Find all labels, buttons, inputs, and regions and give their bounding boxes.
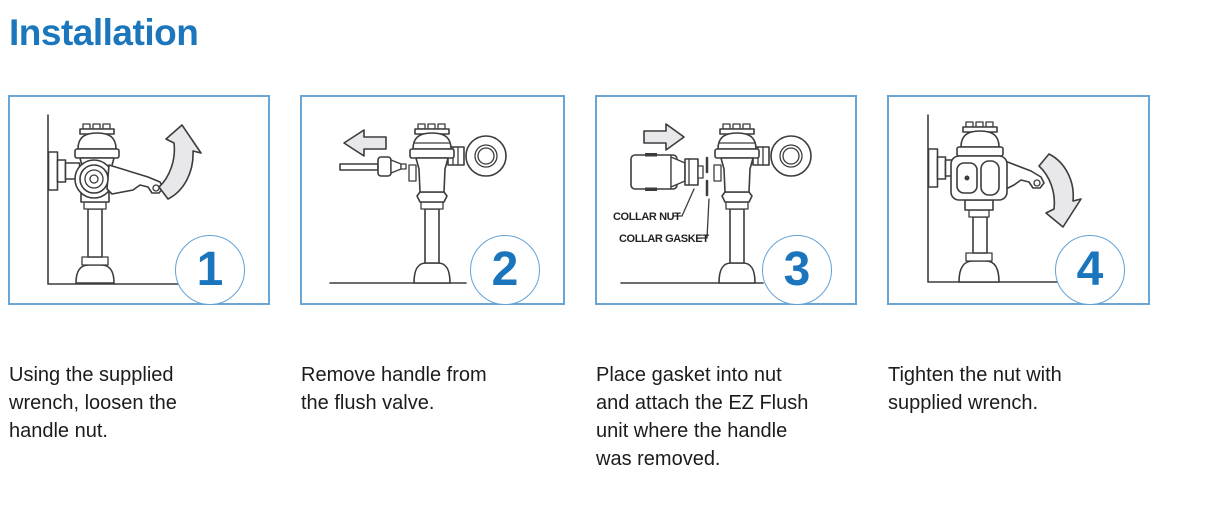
wall-flange (927, 148, 939, 188)
step-4-number-badge: 4 (1055, 235, 1125, 305)
valve-cap (717, 132, 757, 150)
collar-nut-leader-line (673, 188, 695, 217)
step-1-number: 1 (196, 243, 224, 296)
step-1: 1 Using the supplied wrench, loosen the … (8, 95, 270, 510)
valve-pipe (424, 208, 440, 264)
step-3: COLLAR NUT COLLAR GASKET (595, 95, 857, 510)
wall-flange (47, 151, 59, 191)
step-3-number-badge: 3 (762, 235, 832, 305)
step-4-caption: Tighten the nut with supplied wrench. (888, 364, 1062, 414)
step-4: 4 Tighten the nut with supplied wrench. (887, 95, 1150, 510)
wall-floor-lines (47, 114, 181, 285)
step-2-number-badge: 2 (470, 235, 540, 305)
valve-base (958, 260, 1000, 283)
rotate-counterclockwise-arrow-icon (158, 124, 202, 200)
collar-nut-label: COLLAR NUT (613, 211, 681, 223)
page-title: Installation (9, 12, 199, 53)
step-1-caption: Using the supplied wrench, loosen the ha… (9, 364, 177, 442)
valve-cap (412, 132, 452, 150)
arrow-right-icon (643, 123, 685, 151)
rotate-clockwise-arrow-icon (1038, 153, 1082, 228)
step-4-number: 4 (1076, 243, 1104, 296)
tighten-nut-drawing (927, 114, 1082, 283)
step-2: 2 Remove handle from the flush valve. (300, 95, 565, 510)
collar-gasket-leader-line (700, 198, 710, 239)
attach-ez-flush-drawing: COLLAR NUT COLLAR GASKET (613, 123, 812, 284)
valve-pipe (87, 208, 103, 258)
arrow-left-icon (343, 129, 387, 157)
valve-body (720, 157, 754, 193)
remove-handle-drawing (329, 123, 507, 284)
valve-pipe (972, 216, 988, 254)
step-3-number: 3 (783, 243, 811, 296)
valve-cap (77, 132, 117, 150)
valve-body (415, 157, 449, 193)
removed-handle-rod (339, 163, 379, 171)
step-3-caption: Place gasket into nut and attach the EZ … (596, 364, 809, 470)
valve-base (413, 262, 451, 284)
step-1-number-badge: 1 (175, 235, 245, 305)
valve-pipe (729, 208, 745, 264)
valve-base (718, 262, 756, 284)
loosen-handle-nut-drawing (47, 114, 202, 285)
step-2-number: 2 (491, 243, 519, 296)
collar-gasket-label: COLLAR GASKET (619, 233, 709, 245)
valve-cap (960, 130, 1000, 148)
collar-nut (684, 158, 699, 186)
valve-base (75, 264, 115, 284)
wrench-handle (106, 164, 164, 195)
step-2-caption: Remove handle from the flush valve. (301, 364, 487, 414)
ez-flush-unit (630, 154, 678, 190)
step-1-figure (8, 95, 270, 305)
